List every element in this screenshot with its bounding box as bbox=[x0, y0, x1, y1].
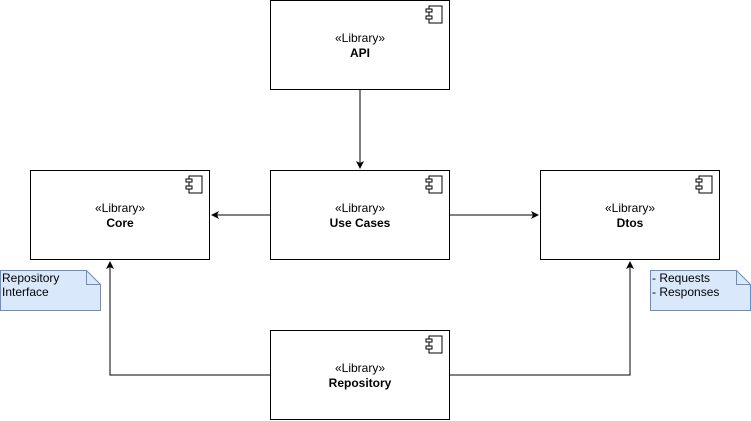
component-text: «Library» Use Cases bbox=[271, 201, 449, 231]
note-line: - Requests bbox=[652, 271, 711, 285]
note-text: Repository Interface bbox=[2, 270, 99, 299]
component-name: Core bbox=[106, 216, 134, 230]
component-stereotype: «Library» bbox=[94, 201, 146, 215]
component-text: «Library» Repository bbox=[271, 361, 449, 391]
component-text: «Library» Dtos bbox=[541, 201, 719, 231]
component-stereotype: «Library» bbox=[334, 361, 386, 375]
component-name: Repository bbox=[328, 376, 392, 390]
component-stereotype: «Library» bbox=[334, 201, 386, 215]
dtos-contents-note[interactable]: - Requests - Responses bbox=[650, 270, 751, 311]
component-name: Dtos bbox=[616, 216, 644, 230]
component-name: API bbox=[349, 46, 370, 60]
component-text: «Library» API bbox=[271, 31, 449, 61]
component-icon bbox=[695, 175, 713, 194]
use-cases-component[interactable]: «Library» Use Cases bbox=[270, 170, 450, 260]
note-line: - Responses bbox=[652, 285, 720, 299]
component-icon bbox=[185, 175, 203, 194]
component-stereotype: «Library» bbox=[334, 31, 386, 45]
note-line: Repository bbox=[2, 271, 60, 285]
edge-repository-to-core bbox=[106, 261, 270, 376]
component-icon bbox=[425, 175, 443, 194]
dtos-component[interactable]: «Library» Dtos bbox=[540, 170, 720, 260]
note-text: - Requests - Responses bbox=[652, 270, 749, 299]
component-icon bbox=[425, 5, 443, 24]
component-icon bbox=[425, 335, 443, 354]
core-component[interactable]: «Library» Core bbox=[30, 170, 210, 260]
component-name: Use Cases bbox=[329, 216, 391, 230]
repository-interface-note[interactable]: Repository Interface bbox=[0, 270, 101, 311]
component-text: «Library» Core bbox=[31, 201, 209, 231]
note-shape bbox=[0, 270, 101, 311]
edge-repository-to-dtos bbox=[450, 261, 634, 376]
component-stereotype: «Library» bbox=[604, 201, 656, 215]
note-line: Interface bbox=[2, 285, 49, 299]
api-component[interactable]: «Library» API bbox=[270, 0, 450, 90]
repository-component[interactable]: «Library» Repository bbox=[270, 330, 450, 420]
